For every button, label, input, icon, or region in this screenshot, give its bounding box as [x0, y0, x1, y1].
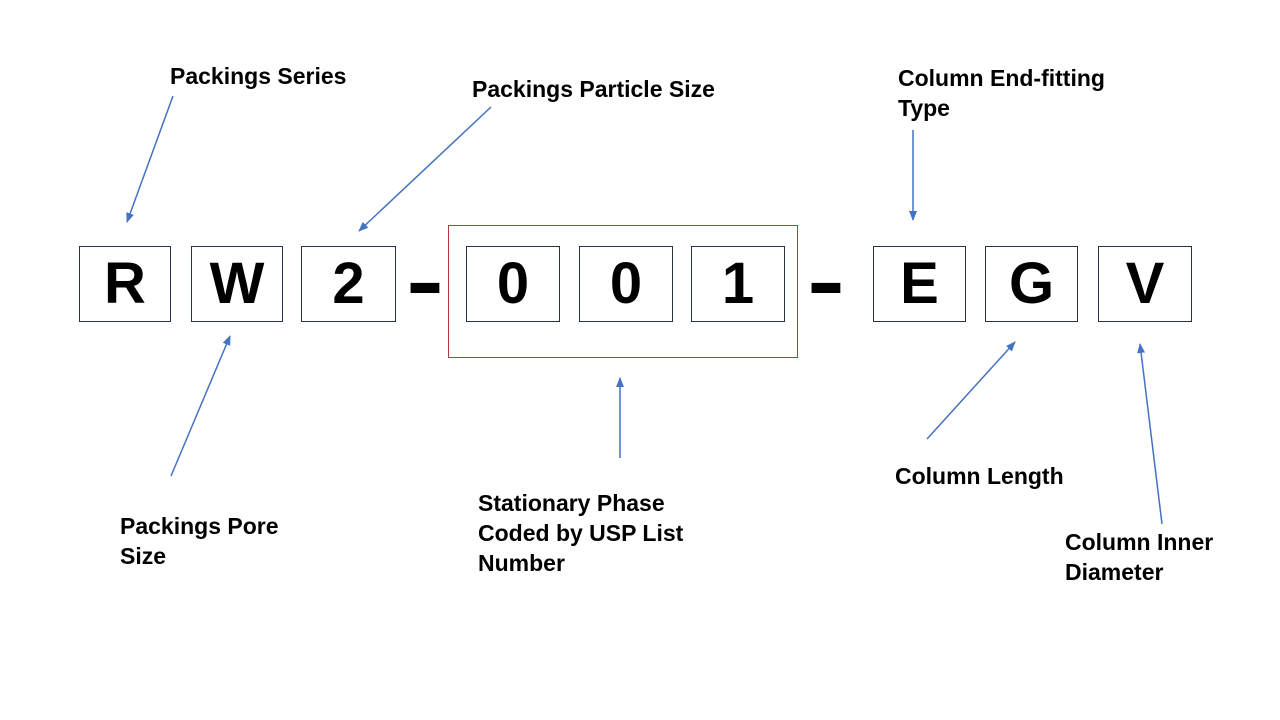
arrow-packings-series — [126, 95, 174, 223]
label-column-end-fitting-type: Column End-fitting Type — [898, 65, 1105, 121]
code-char-box-particle-size: 2 — [301, 246, 396, 322]
code-separator-2: - — [807, 234, 845, 328]
code-char-box-usp-digit-3: 1 — [691, 246, 785, 322]
arrow-packings-pore-size — [170, 335, 231, 477]
usp-highlight-box — [448, 225, 798, 358]
label-stationary-phase: Stationary Phase Coded by USP List Numbe… — [478, 490, 684, 576]
code-char-box-series: R — [79, 246, 171, 322]
code-char-box-usp-digit-2: 0 — [579, 246, 673, 322]
code-char-box-pore-size: W — [191, 246, 283, 322]
label-packings-particle-size: Packings Particle Size — [472, 76, 715, 102]
label-packings-pore-size: Packings Pore Size — [120, 513, 279, 569]
label-packings-series: Packings Series — [170, 63, 347, 89]
label-column-inner-diameter: Column Inner Diameter — [1065, 529, 1214, 585]
code-char-box-usp-digit-1: 0 — [466, 246, 560, 322]
code-separator-1: - — [406, 234, 444, 328]
code-char-box-inner-diameter: V — [1098, 246, 1192, 322]
arrow-column-length — [926, 341, 1016, 440]
arrow-packings-particle-size — [358, 106, 492, 232]
arrow-column-inner-diameter — [1137, 343, 1163, 525]
label-column-length: Column Length — [895, 463, 1064, 489]
code-char-box-length: G — [985, 246, 1078, 322]
code-char-box-end-fitting: E — [873, 246, 966, 322]
